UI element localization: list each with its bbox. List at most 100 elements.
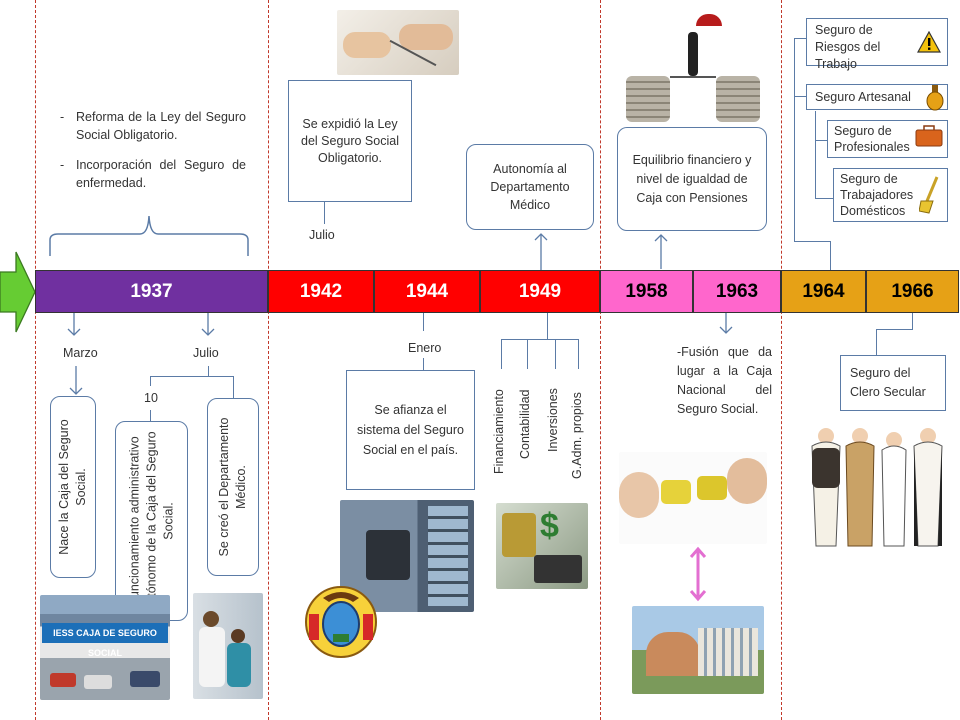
insurance-item-riesgos: Seguro de Riesgos del Trabajo [806, 18, 948, 71]
ecuador-coat-of-arms-icon [305, 586, 377, 658]
event-box-clero-secular: Seguro del Clero Secular [840, 355, 946, 411]
financial-balance-illustration [612, 12, 777, 124]
timeline-start-arrow [0, 251, 36, 333]
connector [150, 376, 234, 378]
signing-document-photo [337, 10, 459, 75]
period-divider [35, 0, 36, 720]
warning-icon [917, 31, 941, 53]
sublist-item: Financiamiento [492, 389, 506, 474]
modern-building-photo [632, 606, 764, 694]
broom-icon [919, 176, 939, 214]
connector [150, 410, 152, 422]
event-box-departamento-medico: Se creó el Departamento Médico. [207, 398, 259, 576]
calculator-shape [534, 555, 582, 583]
hand-shape [727, 458, 767, 504]
coin-stack [716, 76, 760, 122]
finance-photo: $ [496, 503, 588, 589]
year-cell-1958: 1958 [600, 270, 693, 313]
medical-department-photo [193, 593, 263, 699]
event-box-autonomia: Autonomía al Departamento Médico [466, 144, 594, 230]
puzzle-hands-photo [619, 452, 767, 544]
connector [555, 339, 557, 369]
connector [815, 140, 827, 142]
sublist-item: G.Adm. propios [570, 392, 584, 479]
car-shape [50, 673, 76, 687]
event-box-funcionamiento: Funcionamiento administrativo autónomo d… [115, 421, 188, 621]
connector [150, 376, 152, 386]
double-arrow-icon [689, 546, 707, 602]
hand-shape [343, 32, 391, 58]
connector [208, 366, 210, 376]
hand-shape [619, 472, 659, 518]
connector [815, 198, 833, 200]
day-label: 10 [144, 391, 158, 405]
year-cell-1966: 1966 [866, 270, 959, 313]
year-cell-1963: 1963 [693, 270, 781, 313]
year-cell-1964: 1964 [781, 270, 866, 313]
reform-item: - Reforma de la Ley del Seguro Social Ob… [60, 110, 246, 142]
iess-building-photo: IESS CAJA DE SEGURO SOCIAL [40, 595, 170, 700]
car-shape [130, 671, 160, 687]
puzzle-piece-icon [697, 476, 727, 500]
clergy-figures-illustration [811, 428, 943, 547]
connector [912, 313, 914, 329]
craft-bottle-icon [926, 85, 944, 111]
window-grid [428, 506, 468, 606]
insurance-item-profesionales: Seguro de Profesionales [827, 120, 948, 158]
sublist-item: Contabilidad [518, 389, 532, 460]
period-divider [781, 0, 782, 720]
building-shape [646, 632, 700, 676]
connector [876, 329, 913, 331]
hand-shape [399, 24, 453, 50]
connector [830, 241, 832, 270]
connector [501, 339, 503, 369]
businessman-figure [688, 32, 698, 76]
arrow-down-icon [67, 313, 81, 336]
connector [794, 96, 806, 98]
reform-item: - Incorporación del Seguro de enfermedad… [60, 158, 246, 190]
briefcase-icon [915, 125, 943, 147]
year-cell-1937: 1937 [35, 270, 268, 313]
arrow-down-icon [719, 313, 733, 334]
event-box-ley-seguro: Se expidió la Ley del Seguro Social Obli… [288, 80, 412, 202]
reform-list: - Reforma de la Ley del Seguro Social Ob… [60, 108, 246, 192]
connector [794, 38, 806, 40]
nurse-figure [199, 627, 225, 687]
month-label: Julio [309, 228, 335, 242]
car-shape [84, 675, 112, 689]
connector [547, 313, 549, 339]
tightrope [670, 76, 716, 78]
curly-brace [49, 215, 249, 256]
period-divider [268, 0, 269, 720]
arrow-up-icon [534, 233, 548, 270]
building-shape [698, 628, 758, 676]
connector [815, 111, 817, 199]
month-label: Enero [408, 341, 442, 355]
connector [578, 339, 580, 369]
connector [876, 329, 878, 355]
period-divider [600, 0, 601, 720]
connector [794, 38, 796, 242]
event-box-nace-caja: Nace la Caja del Seguro Social. [50, 396, 96, 578]
coins-shape [502, 513, 536, 557]
puzzle-piece-icon [661, 480, 691, 504]
event-box-afianza-sistema: Se afianza el sistema del Seguro Social … [346, 370, 475, 490]
connector [423, 313, 425, 331]
month-label: Marzo [63, 346, 98, 360]
emblem-shape [366, 530, 410, 580]
person-head [203, 611, 219, 627]
year-cell-1949: 1949 [480, 270, 600, 313]
arrow-down-icon [69, 366, 83, 395]
patient-figure [227, 643, 251, 687]
sublist-item: Inversiones [546, 388, 560, 452]
fusion-text: -Fusión que da lugar a la Caja Nacional … [677, 345, 772, 416]
arrow-up-icon [654, 234, 668, 269]
month-label: Julio [193, 346, 219, 360]
coin-stack [626, 76, 670, 122]
year-cell-1944: 1944 [374, 270, 480, 313]
connector [423, 358, 425, 370]
umbrella-shape [696, 14, 722, 26]
insurance-item-domesticos: Seguro de Trabajadores Domésticos [833, 168, 948, 222]
connector [501, 339, 579, 341]
arrow-down-icon [201, 313, 215, 336]
